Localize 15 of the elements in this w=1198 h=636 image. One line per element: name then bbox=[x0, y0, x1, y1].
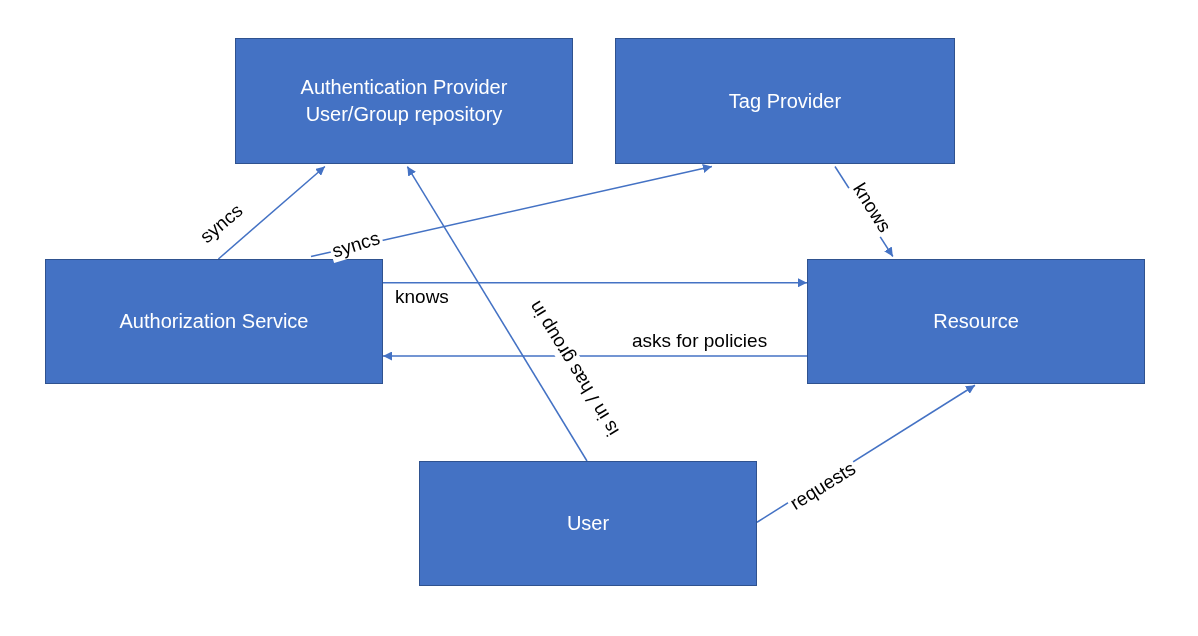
node-label: Tag Provider bbox=[728, 88, 842, 114]
node-label: Authorization Service bbox=[119, 309, 309, 334]
arrow bbox=[217, 165, 326, 260]
process-box bbox=[235, 38, 573, 164]
process-box bbox=[615, 38, 955, 164]
arrow bbox=[382, 278, 808, 288]
process-box bbox=[807, 259, 1145, 384]
node-label: User bbox=[566, 511, 610, 536]
edge-label: asks for policies bbox=[630, 331, 770, 352]
process-box bbox=[45, 259, 383, 384]
arrow bbox=[406, 165, 588, 462]
node-label: Resource bbox=[933, 309, 1019, 334]
process-box bbox=[419, 461, 757, 586]
arrow bbox=[382, 351, 808, 361]
node-label: Authentication Provider User/Group repository bbox=[299, 75, 509, 127]
